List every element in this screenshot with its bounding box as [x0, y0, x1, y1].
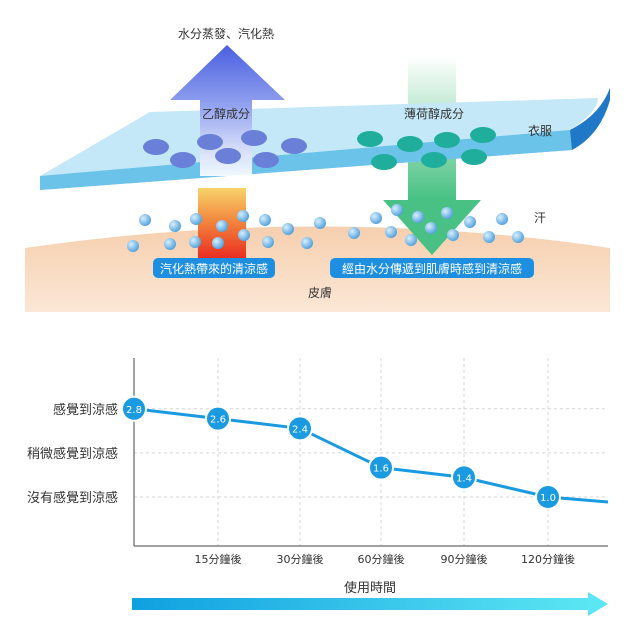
- data-point: [121, 395, 147, 422]
- data-point: [451, 464, 477, 491]
- series-line: [133, 407, 609, 504]
- sweat-dot: [190, 213, 202, 225]
- sweat-dot: [127, 240, 139, 252]
- sweat-dot: [164, 238, 176, 250]
- sweat-dot: [483, 231, 495, 243]
- ethanol-label: 乙醇成分: [202, 106, 250, 121]
- menthol-label: 薄荷醇成分: [404, 106, 464, 121]
- data-label: 1.4: [456, 473, 472, 484]
- x-axis-tick-labels: 15分鐘後 30分鐘後 60分鐘後 90分鐘後 120分鐘後: [195, 552, 576, 566]
- sweat-dot: [314, 217, 326, 229]
- y-axis-label: 感覺到涼感: [53, 402, 118, 418]
- y-axis-label: 稍微感覺到涼感: [27, 446, 118, 462]
- data-point: [205, 405, 231, 432]
- ethanol-dot: [170, 152, 196, 168]
- x-tick-label: 60分鐘後: [358, 552, 405, 566]
- sweat-label: 汗: [534, 211, 546, 225]
- data-label: 1.6: [373, 464, 389, 475]
- menthol-dot: [397, 136, 423, 152]
- data-label: 2.4: [292, 424, 308, 435]
- sweat-dot: [262, 236, 274, 248]
- sweat-dot: [212, 237, 224, 249]
- ethanol-dot: [215, 148, 241, 164]
- ethanol-dot: [143, 139, 169, 155]
- x-tick-label: 90分鐘後: [441, 552, 488, 566]
- y-axis-label: 沒有感覺到涼感: [27, 490, 118, 506]
- ethanol-dot: [197, 134, 223, 150]
- sweat-dot: [425, 222, 437, 234]
- ethanol-dot: [253, 152, 279, 168]
- left-pill: 汽化熱帶來的清涼感: [153, 258, 275, 278]
- evaporation-up-arrow: [170, 45, 285, 176]
- sweat-dot: [405, 234, 417, 246]
- sweat-dot: [169, 220, 181, 232]
- sweat-dot: [464, 216, 476, 228]
- data-label: 2.8: [126, 405, 142, 416]
- time-arrow: [132, 592, 608, 616]
- menthol-dot: [461, 149, 487, 165]
- x-tick-label: 30分鐘後: [277, 552, 324, 566]
- clothes-layer: [40, 88, 610, 190]
- menthol-dot: [421, 152, 447, 168]
- sweat-dot: [370, 212, 382, 224]
- sweat-dot: [447, 229, 459, 241]
- ethanol-molecules: [143, 130, 307, 168]
- left-pill-text: 汽化熱帶來的清涼感: [160, 261, 268, 276]
- x-tick-label: 15分鐘後: [195, 552, 242, 566]
- menthol-dot: [357, 131, 383, 147]
- sweat-droplets: [127, 204, 524, 252]
- sweat-dot: [496, 213, 508, 225]
- sweat-dot: [301, 237, 313, 249]
- chart-gridlines: [134, 358, 608, 546]
- right-pill-text: 經由水分傳遞到肌膚時感到清涼感: [342, 261, 522, 276]
- sweat-dot: [189, 236, 201, 248]
- right-pill: 經由水分傳遞到肌膚時感到清涼感: [330, 258, 534, 278]
- menthol-dot: [470, 127, 496, 143]
- menthol-molecules: [357, 127, 496, 170]
- sweat-dot: [441, 207, 453, 219]
- sweat-dot: [348, 227, 360, 239]
- skin-label: 皮膚: [308, 285, 332, 300]
- sweat-dot: [139, 214, 151, 226]
- menthol-dot: [434, 132, 460, 148]
- ethanol-dot: [281, 138, 307, 154]
- sweat-dot: [282, 223, 294, 235]
- sweat-dot: [237, 210, 249, 222]
- data-label: 2.6: [210, 415, 226, 426]
- data-point: [287, 415, 313, 442]
- x-axis-label: 使用時間: [344, 580, 396, 596]
- data-point: [535, 484, 561, 510]
- sweat-dot: [412, 211, 424, 223]
- sweat-dot: [216, 220, 228, 232]
- x-tick-label: 120分鐘後: [521, 552, 575, 566]
- ethanol-dot: [241, 130, 267, 146]
- sweat-dot: [512, 231, 524, 243]
- series-points: 2.8 2.6 2.4 1.6 1.4 1.0: [121, 395, 561, 510]
- menthol-dot: [371, 154, 397, 170]
- clothes-label: 衣服: [528, 123, 552, 138]
- sweat-dot: [391, 204, 403, 216]
- sweat-dot: [238, 229, 250, 241]
- sweat-dot: [259, 214, 271, 226]
- data-point: [368, 454, 394, 481]
- sweat-dot: [385, 226, 397, 238]
- evaporation-label: 水分蒸發、汽化熱: [178, 26, 274, 41]
- data-label: 1.0: [540, 493, 556, 504]
